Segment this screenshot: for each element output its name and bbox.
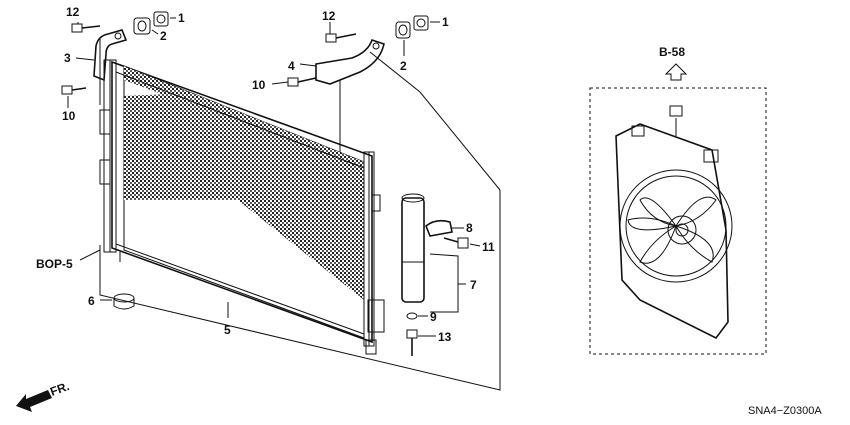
front-arrow-icon bbox=[16, 390, 52, 412]
reference-bop-5: BOP-5 bbox=[36, 257, 73, 271]
callout-3: 3 bbox=[64, 51, 71, 65]
callout-1b: 1 bbox=[442, 15, 449, 29]
bolt-12-left bbox=[71, 23, 101, 33]
callout-5: 5 bbox=[224, 323, 231, 337]
fan-shroud-outline bbox=[589, 87, 767, 355]
receiver-drier bbox=[401, 193, 425, 303]
diagram-code: SNA4−Z0300A bbox=[748, 405, 822, 417]
o-ring bbox=[406, 312, 418, 320]
bolt-11 bbox=[443, 237, 469, 249]
callout-12a: 12 bbox=[66, 5, 80, 19]
callout-12b: 12 bbox=[322, 9, 336, 23]
fan-shroud bbox=[615, 105, 733, 340]
callout-10a: 10 bbox=[62, 109, 76, 123]
front-label: FR. bbox=[48, 379, 71, 399]
cap bbox=[113, 293, 135, 310]
nut-right bbox=[413, 15, 429, 31]
callout-10b: 10 bbox=[252, 78, 266, 92]
plug bbox=[406, 329, 418, 356]
callout-11: 11 bbox=[482, 240, 495, 254]
cushion-left bbox=[133, 17, 151, 35]
cushion-right bbox=[395, 21, 411, 39]
callout-2a: 2 bbox=[160, 29, 167, 43]
reference-b-58: B-58 bbox=[659, 45, 685, 59]
left-bracket bbox=[93, 29, 128, 82]
callout-13: 13 bbox=[438, 330, 452, 344]
holder bbox=[425, 219, 453, 237]
condenser-core bbox=[99, 59, 385, 355]
bolt-12-right bbox=[325, 33, 357, 43]
callout-2b: 2 bbox=[400, 59, 407, 73]
callout-1a: 1 bbox=[178, 11, 185, 25]
nut-left bbox=[153, 11, 169, 27]
callout-8: 8 bbox=[466, 221, 473, 235]
bolt-10-left bbox=[61, 85, 87, 95]
bolt-10-right bbox=[287, 77, 317, 87]
condenser-group-outline bbox=[99, 38, 501, 391]
arrow-up-icon bbox=[664, 63, 688, 81]
callout-7: 7 bbox=[470, 278, 477, 292]
callout-4: 4 bbox=[288, 59, 295, 73]
callout-9: 9 bbox=[430, 310, 437, 324]
callout-6: 6 bbox=[88, 294, 95, 308]
right-bracket bbox=[315, 38, 385, 152]
leader-lines bbox=[67, 17, 481, 337]
